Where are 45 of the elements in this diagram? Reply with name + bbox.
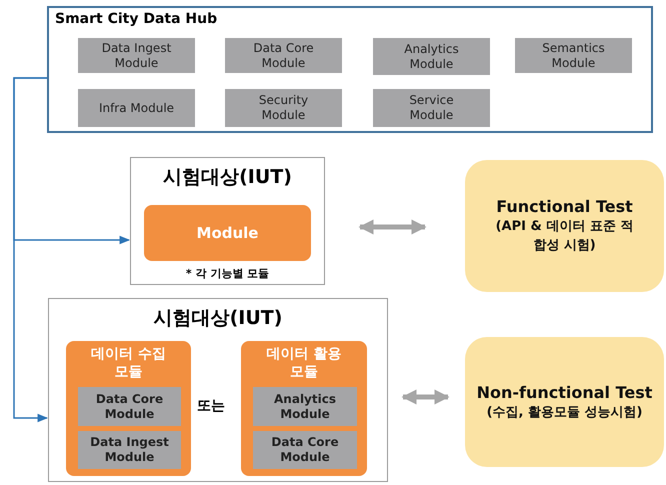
module-label: Analytics Module <box>403 42 460 72</box>
module-label: Data Core Module <box>94 392 164 422</box>
or-label: 또는 <box>196 397 226 415</box>
test-subtitle: (수집, 활용모듈 성능시험) <box>486 404 644 422</box>
module-label: Data Ingest Module <box>100 40 172 70</box>
module-box <box>78 38 195 73</box>
group-title: 데이터 활용 모듈 <box>266 345 342 381</box>
module-box <box>78 387 181 426</box>
module-box <box>253 431 357 469</box>
test-title: Functional Test <box>496 197 633 217</box>
module-label: Data Core Module <box>252 40 315 70</box>
footnote: * 각 기능별 모듈 <box>184 266 270 281</box>
module-box <box>253 387 357 426</box>
box-title: 시험대상(IUT) <box>162 165 293 190</box>
test-title: Non-functional Test <box>476 382 652 402</box>
module-label: Security Module <box>258 93 310 123</box>
test-box <box>465 337 664 467</box>
module-box <box>225 89 342 127</box>
test-box <box>465 160 664 292</box>
module-group-box <box>241 341 367 476</box>
module-label: Analytics Module <box>273 392 337 422</box>
test-subtitle: (API & 데이터 표준 적합성 시험) <box>494 218 634 255</box>
hub-title: Smart City Data Hub <box>55 11 218 27</box>
double-arrow <box>358 220 426 234</box>
double-arrow <box>402 390 450 404</box>
arrow <box>13 77 48 422</box>
test-target-box <box>130 157 325 285</box>
group-title: 데이터 수집 모듈 <box>90 345 167 381</box>
module-label: Infra Module <box>98 100 176 116</box>
module-box <box>515 38 632 73</box>
box-title: 시험대상(IUT) <box>152 306 284 331</box>
module-box <box>225 38 342 73</box>
module-label: Data Core Module <box>270 435 340 465</box>
module-box <box>373 38 490 75</box>
module-label: Data Ingest Module <box>90 435 170 465</box>
module-box <box>78 89 195 127</box>
module-label: Semantics Module <box>541 40 606 70</box>
module-label: Service Module <box>408 93 455 123</box>
module-box <box>144 205 311 261</box>
module-group-box <box>66 341 191 476</box>
module-label: Module <box>196 224 258 242</box>
hub-box <box>47 6 653 133</box>
test-target-box <box>48 298 388 482</box>
module-box <box>373 89 490 127</box>
module-box <box>78 431 181 469</box>
